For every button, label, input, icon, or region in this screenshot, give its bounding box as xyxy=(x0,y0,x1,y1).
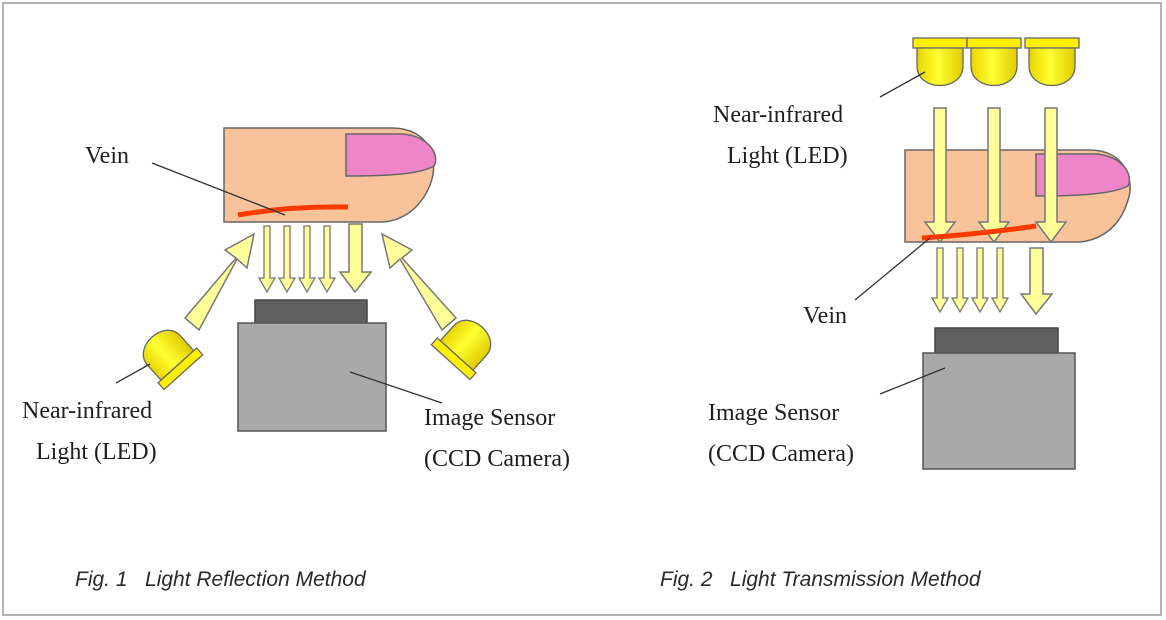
vein-label-2: Vein xyxy=(803,303,847,329)
led-right-1 xyxy=(430,319,492,381)
sensor-label-1-line2: (CCD Camera) xyxy=(424,446,570,472)
led-leader-1 xyxy=(115,363,151,384)
sensor-label-2-line1: Image Sensor xyxy=(708,400,839,426)
figure1-diagram: Vein Near-infrared Light (LED) Image Sen… xyxy=(22,127,570,591)
led-label-1-line1: Near-infrared xyxy=(22,398,152,424)
figure2-diagram: Near-infrared Light (LED) Vein Image Sen… xyxy=(660,37,1131,591)
camera-lens-2 xyxy=(934,327,1059,355)
transmitted-beams-2 xyxy=(923,107,1068,244)
led-left-1 xyxy=(142,329,204,391)
wide-arrow-2 xyxy=(1019,247,1054,316)
sensor-label-2-line2: (CCD Camera) xyxy=(708,441,854,467)
nail-1 xyxy=(345,133,437,177)
camera-body-2 xyxy=(922,352,1076,470)
wide-arrow-1 xyxy=(338,223,373,294)
led-array-2 xyxy=(912,37,1080,87)
reflected-arrows-1 xyxy=(257,225,337,294)
vein-line-1 xyxy=(237,204,349,218)
sensor-leader-2 xyxy=(879,367,946,395)
vein-leader-2 xyxy=(854,237,931,301)
vein-label-1: Vein xyxy=(85,143,129,169)
camera-body-1 xyxy=(237,322,387,432)
led-label-2-line1: Near-infrared xyxy=(713,102,843,128)
figure1-caption: Fig. 1 Light Reflection Method xyxy=(75,568,367,591)
vein-line-2 xyxy=(921,223,1037,241)
light-beam-right-1 xyxy=(380,232,458,332)
vein-leader-1 xyxy=(151,162,286,216)
light-beam-left-1 xyxy=(183,232,256,332)
led-leader-2 xyxy=(879,71,926,98)
led-label-2-line2: Light (LED) xyxy=(727,143,848,169)
exit-arrows-2 xyxy=(930,247,1010,314)
camera-lens-1 xyxy=(254,299,368,325)
nail-2 xyxy=(1035,153,1131,197)
figure2-caption: Fig. 2 Light Transmission Method xyxy=(660,568,982,591)
sensor-label-1-line1: Image Sensor xyxy=(424,405,555,431)
led-label-1-line2: Light (LED) xyxy=(36,439,157,465)
sensor-leader-1 xyxy=(349,371,443,404)
